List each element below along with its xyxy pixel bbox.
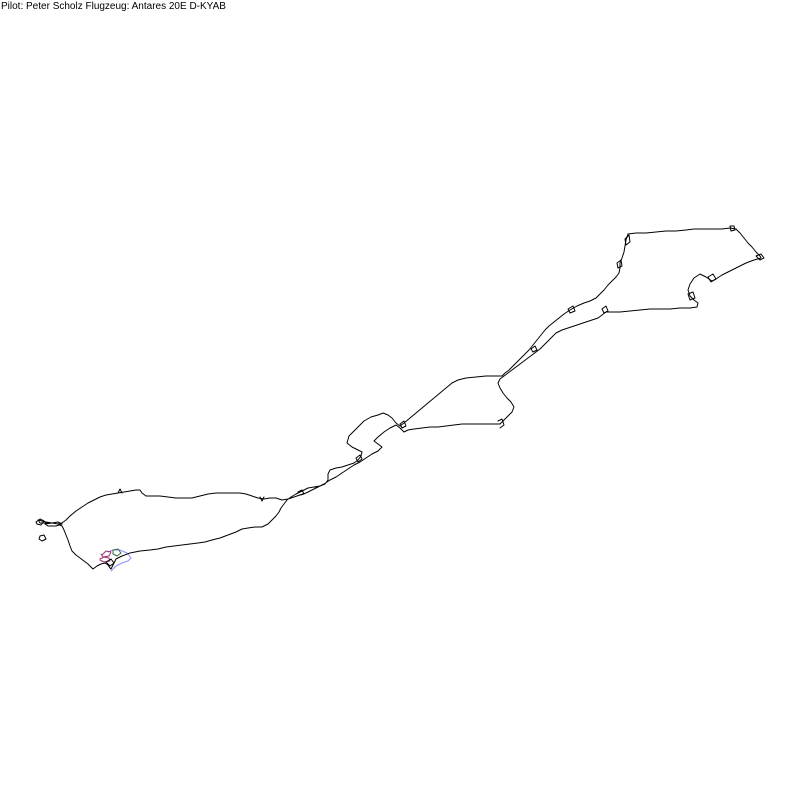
flight-track-path — [37, 227, 762, 570]
track-detail-loops — [35, 225, 765, 567]
flight-info-caption: Pilot: Peter Scholz Flugzeug: Antares 20… — [1, 1, 226, 12]
launch-marker-path — [112, 548, 122, 557]
